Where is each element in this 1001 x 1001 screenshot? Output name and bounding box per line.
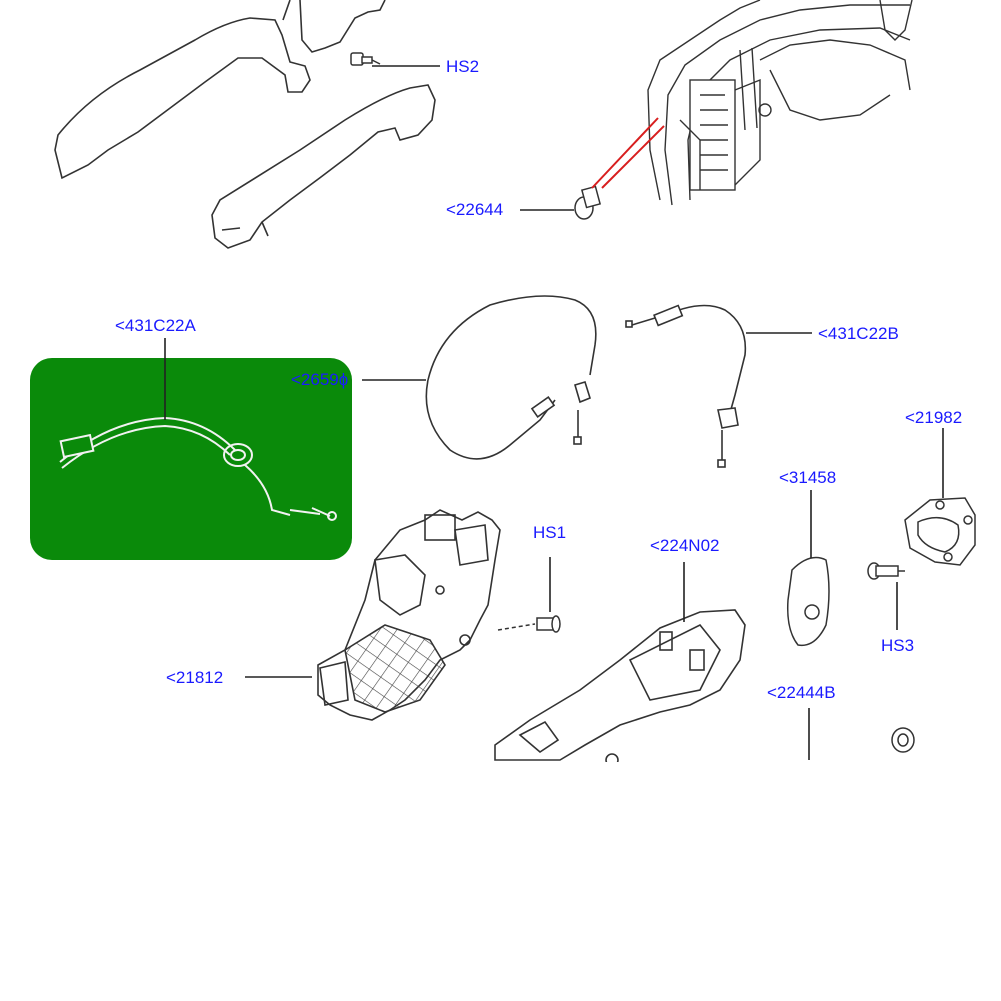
bolt-hs1 bbox=[497, 615, 561, 633]
bolt-hs3 bbox=[867, 562, 905, 580]
exterior-handle-outline bbox=[54, 0, 436, 249]
red-callout-lines bbox=[591, 117, 665, 189]
label-2659[interactable]: <2659ɸ bbox=[291, 370, 349, 389]
cover-31458 bbox=[786, 556, 830, 647]
label-431c22a[interactable]: <431C22A bbox=[115, 316, 196, 335]
striker-21982 bbox=[904, 497, 976, 566]
label-431c22b[interactable]: <431C22B bbox=[818, 324, 899, 343]
latch-assembly-21812 bbox=[317, 509, 501, 721]
handle-bracket-224n02 bbox=[494, 609, 746, 767]
label-hs1[interactable]: HS1 bbox=[533, 523, 567, 542]
latch-mechanism-top bbox=[647, 0, 913, 206]
bolt-22644 bbox=[574, 185, 602, 220]
cable-2659 bbox=[425, 295, 597, 460]
label-22444b[interactable]: <22444B bbox=[767, 683, 836, 702]
label-hs3[interactable]: HS3 bbox=[881, 636, 915, 655]
grommet-22444b bbox=[891, 727, 915, 753]
label-22644[interactable]: <22644 bbox=[446, 200, 504, 219]
label-21812[interactable]: <21812 bbox=[166, 668, 224, 687]
cable-431c22b bbox=[625, 304, 747, 468]
screw-hs2 bbox=[350, 52, 381, 66]
label-224n02[interactable]: <224N02 bbox=[650, 536, 720, 555]
label-hs2[interactable]: HS2 bbox=[446, 57, 480, 76]
label-21982[interactable]: <21982 bbox=[905, 408, 963, 427]
label-31458[interactable]: <31458 bbox=[779, 468, 837, 487]
